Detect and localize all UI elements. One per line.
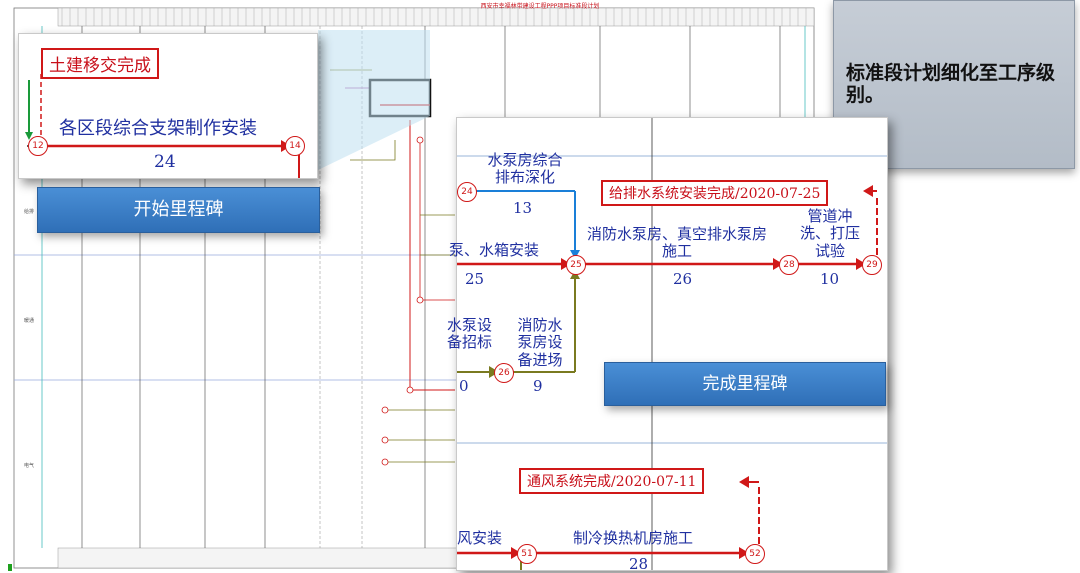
- start-milestone-zoom-panel: 土建移交完成 各区段综合支架制作安装 24 12 14: [18, 33, 318, 179]
- node-vent-end: 51: [517, 544, 537, 564]
- node-chiller-end: 52: [745, 544, 765, 564]
- sheet-title: 西安市幸福林带建设工程PPP项目标准段计划: [480, 3, 600, 10]
- milestone-water-system: 给排水系统安装完成/2020-07-25: [601, 180, 829, 206]
- duration-pump-layout: 13: [513, 199, 533, 217]
- node-flush-end: 29: [862, 255, 882, 275]
- node-tender-end: 26: [494, 363, 514, 383]
- duration-support-frame: 24: [154, 152, 176, 172]
- duration-chiller-room: 28: [629, 555, 649, 573]
- finish-milestone-zoom-panel: 水泵房综合排布深化 13 24 给排水系统安装完成/2020-07-25 泵、水…: [447, 117, 888, 573]
- finish-panel-arrows: [457, 118, 887, 570]
- node-pump-layout: 24: [457, 182, 477, 202]
- finish-milestone-button: 完成里程碑: [604, 362, 886, 406]
- zone-label-electrical: 电气: [24, 463, 35, 469]
- activity-tank-install: 泵、水箱安装: [449, 241, 540, 259]
- duration-equipment-arrival: 9: [533, 377, 543, 395]
- activity-pump-layout: 水泵房综合排布深化: [487, 151, 563, 187]
- node-tank-end: 25: [566, 255, 586, 275]
- start-milestone-button: 开始里程碑: [37, 187, 320, 233]
- milestone-vent-system: 通风系统完成/2020-07-11: [519, 468, 705, 494]
- activity-pump-tender: 水泵设备招标: [447, 316, 493, 352]
- zone-label-hvac: 暖通: [24, 318, 35, 324]
- activity-pump-room: 消防水泵房、真空排水泵房施工: [586, 225, 767, 261]
- zone-label-plumbing: 给排: [24, 209, 35, 215]
- node-end: 14: [285, 136, 305, 156]
- node-start: 12: [28, 136, 48, 156]
- callout-text: 标准段计划细化至工序级别。: [846, 62, 1056, 106]
- duration-tank-install: 25: [465, 270, 485, 288]
- duration-pump-tender: 0: [459, 377, 469, 395]
- start-panel-arrows: [25, 74, 300, 178]
- activity-support-frame: 各区段综合支架制作安装: [59, 118, 257, 139]
- activity-vent-install: 风安装: [457, 529, 503, 547]
- activity-flush-test: 管道冲洗、打压试验: [799, 207, 860, 260]
- duration-flush-test: 10: [820, 270, 840, 288]
- milestone-handover-box: 土建移交完成: [41, 48, 159, 79]
- duration-pump-room: 26: [673, 270, 693, 288]
- node-pump-room-end: 28: [779, 255, 799, 275]
- activity-chiller-room: 制冷换热机房施工: [573, 529, 694, 547]
- activity-equipment-arrival: 消防水泵房设备进场: [517, 316, 563, 369]
